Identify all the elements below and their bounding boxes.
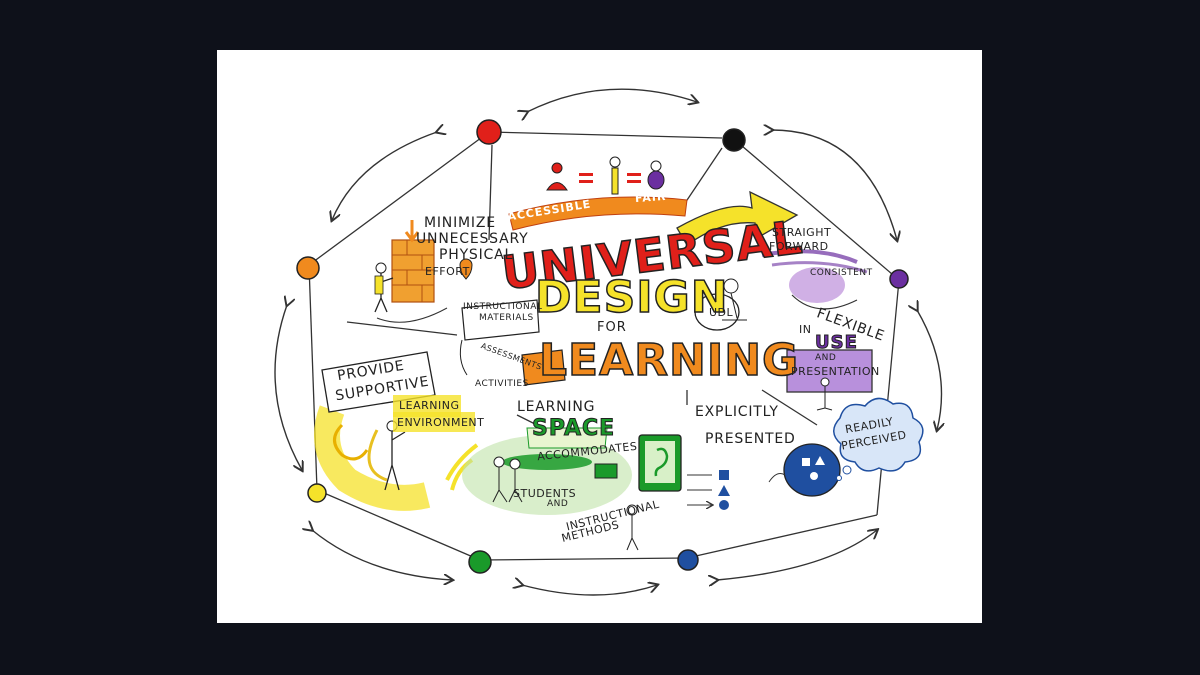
label-materials: MATERIALS — [479, 313, 534, 323]
label-and2: AND — [547, 499, 569, 509]
label-activities: ACTIVITIES — [475, 379, 529, 389]
yellow-node — [307, 483, 327, 503]
title-design: DESIGN — [534, 271, 729, 324]
learning-space-blob — [462, 427, 639, 551]
label-in: IN — [799, 323, 812, 336]
black-node — [722, 128, 746, 152]
label-minimize: MINIMIZE — [424, 215, 496, 231]
label-use: USE — [815, 332, 858, 354]
banner-shape — [508, 196, 688, 231]
consistent-swirl — [761, 249, 868, 310]
label-instructional: INSTRUCTIONAL — [463, 302, 543, 312]
red-node — [476, 119, 502, 145]
diagram-canvas — [274, 88, 982, 596]
perceiving-head — [768, 443, 841, 497]
label-learning-env: LEARNING — [399, 399, 460, 412]
label-straight: STRAIGHT — [772, 226, 832, 239]
blue-node — [677, 549, 699, 571]
label-presentation: PRESENTATION — [791, 365, 880, 378]
label-udl: UDL — [709, 306, 734, 319]
instructional-materials-icon — [459, 299, 566, 386]
label-and: AND — [815, 353, 837, 363]
title-learning: LEARNING — [538, 334, 800, 387]
equality-figures — [546, 156, 665, 195]
learning-highlight — [393, 395, 461, 417]
green-node — [468, 550, 492, 574]
presentation-board — [786, 349, 873, 411]
supportive-swirl — [314, 405, 479, 511]
thought-cloud — [833, 397, 924, 472]
yellow-arrow — [676, 190, 799, 246]
udl-figure — [694, 278, 747, 331]
orange-node — [296, 256, 320, 280]
label-forward: FORWARD — [769, 240, 829, 253]
environment-highlight — [393, 412, 475, 432]
blue-shapes — [687, 470, 730, 510]
label-physical: PHYSICAL — [439, 247, 514, 263]
label-explicitly: EXPLICITLY — [695, 404, 779, 420]
cycle-arrows — [274, 88, 942, 596]
sketchnote-card: ACCESSIBLE FAIR UNIVERSAL DESIGN FOR LEA… — [217, 50, 982, 623]
purple-node — [889, 269, 909, 289]
title-for: FOR — [597, 320, 627, 335]
cloud-bubble-small — [836, 475, 842, 481]
label-environment: ENVIRONMENT — [397, 416, 485, 429]
label-students: STUDENTS — [513, 487, 577, 500]
cloud-bubble — [842, 465, 852, 475]
label-presented: PRESENTED — [705, 431, 796, 447]
label-learning-space: LEARNING — [517, 399, 596, 415]
label-consistent: CONSISTENT — [810, 268, 873, 278]
tablet-ear-icon — [638, 434, 682, 492]
brick-wall-icon — [374, 220, 473, 323]
label-effort: EFFORT — [425, 265, 470, 278]
label-unnecessary: UNNECESSARY — [416, 231, 529, 247]
label-space: SPACE — [531, 416, 616, 442]
banner-fair: FAIR — [634, 189, 667, 206]
